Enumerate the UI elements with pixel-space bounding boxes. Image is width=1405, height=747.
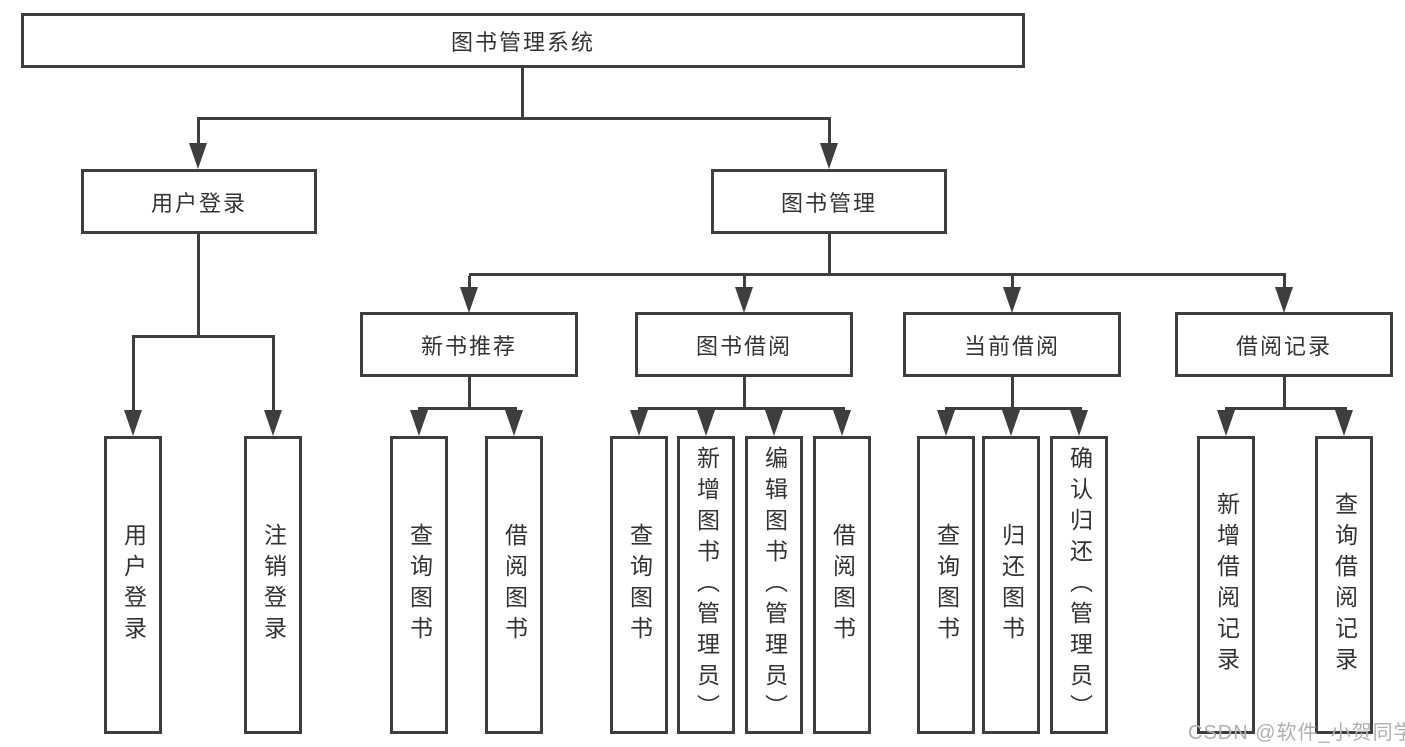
node-user-login: 用户登录 [81, 169, 317, 234]
leaf-add-borrow-record: 新增借阅记录 [1197, 436, 1255, 734]
arrowhead-icon [937, 410, 955, 436]
arrowhead-icon [820, 143, 838, 169]
leaf-confirm-return-admin: 确认归还（管理员） [1050, 436, 1108, 734]
connector-line [828, 234, 831, 273]
node-label: 图书借阅 [695, 333, 792, 359]
leaf-label: 查询借阅记录 [1331, 492, 1358, 678]
arrowhead-icon [1217, 410, 1235, 436]
leaf-user-login: 用户登录 [104, 436, 162, 734]
node-current-borrowing: 当前借阅 [903, 312, 1121, 377]
leaf-add-books-admin: 新增图书（管理员） [677, 436, 735, 734]
arrowhead-icon [505, 410, 523, 436]
connector-line [1283, 276, 1286, 289]
leaf-borrow-books-recommend: 借阅图书 [485, 436, 543, 734]
node-label: 新书推荐 [420, 333, 517, 359]
arrowhead-icon [264, 410, 282, 436]
leaf-label: 借阅图书 [829, 523, 856, 647]
connector-line [743, 377, 746, 407]
connector-line [743, 276, 746, 289]
csdn-watermark: CSDN @软件_小贺同学 [1188, 722, 1405, 744]
connector-line [1225, 407, 1347, 410]
node-new-book-recommend: 新书推荐 [360, 312, 578, 377]
leaf-query-books-current: 查询图书 [917, 436, 975, 734]
arrowhead-icon [1002, 410, 1020, 436]
connector-line [469, 273, 1286, 276]
leaf-label: 用户登录 [120, 523, 147, 647]
leaf-query-books-borrowing: 查询图书 [610, 436, 668, 734]
connector-line [132, 338, 135, 412]
arrowhead-icon [1335, 410, 1353, 436]
arrowhead-icon [1003, 287, 1021, 313]
arrowhead-icon [765, 410, 783, 436]
arrowhead-icon [630, 410, 648, 436]
connector-line [197, 120, 200, 148]
connector-line [1011, 276, 1014, 289]
leaf-edit-books-admin: 编辑图书（管理员） [745, 436, 803, 734]
connector-line [132, 335, 275, 338]
node-borrowing-records: 借阅记录 [1175, 312, 1393, 377]
leaf-label: 归还图书 [998, 523, 1025, 647]
leaf-label: 查询图书 [626, 523, 653, 647]
arrowhead-icon [189, 143, 207, 169]
node-label: 图书管理系统 [450, 29, 595, 55]
arrowhead-icon [124, 410, 142, 436]
leaf-label: 注销登录 [260, 523, 287, 647]
arrowhead-icon [1070, 410, 1088, 436]
arrowhead-icon [410, 410, 428, 436]
leaf-return-books: 归还图书 [982, 436, 1040, 734]
connector-line [521, 68, 524, 117]
connector-line [418, 407, 517, 410]
node-label: 借阅记录 [1235, 333, 1332, 359]
connector-line [945, 407, 1082, 410]
leaf-label: 借阅图书 [501, 523, 528, 647]
node-label: 当前借阅 [963, 333, 1060, 359]
node-book-borrowing: 图书借阅 [635, 312, 853, 377]
leaf-label: 新增图书（管理员） [693, 445, 720, 725]
connector-line [197, 234, 200, 335]
arrowhead-icon [460, 287, 478, 313]
connector-line [1283, 377, 1286, 407]
arrowhead-icon [697, 410, 715, 436]
connector-line [828, 120, 831, 148]
node-book-management: 图书管理 [711, 169, 947, 234]
connector-line [468, 276, 471, 289]
arrowhead-icon [1275, 287, 1293, 313]
connector-line [272, 338, 275, 412]
leaf-label: 确认归还（管理员） [1066, 445, 1093, 725]
leaf-logout: 注销登录 [244, 436, 302, 734]
leaf-query-borrow-record: 查询借阅记录 [1315, 436, 1373, 734]
leaf-borrow-books-borrowing: 借阅图书 [813, 436, 871, 734]
leaf-query-books-recommend: 查询图书 [390, 436, 448, 734]
connector-line [468, 377, 471, 407]
node-library-system: 图书管理系统 [21, 13, 1025, 68]
connector-line [1011, 377, 1014, 407]
leaf-label: 查询图书 [406, 523, 433, 647]
connector-line [638, 407, 845, 410]
leaf-label: 新增借阅记录 [1213, 492, 1240, 678]
connector-line [197, 117, 831, 120]
arrowhead-icon [735, 287, 753, 313]
leaf-label: 编辑图书（管理员） [761, 445, 788, 725]
leaf-label: 查询图书 [933, 523, 960, 647]
node-label: 图书管理 [780, 190, 877, 216]
arrowhead-icon [833, 410, 851, 436]
node-label: 用户登录 [150, 190, 247, 216]
